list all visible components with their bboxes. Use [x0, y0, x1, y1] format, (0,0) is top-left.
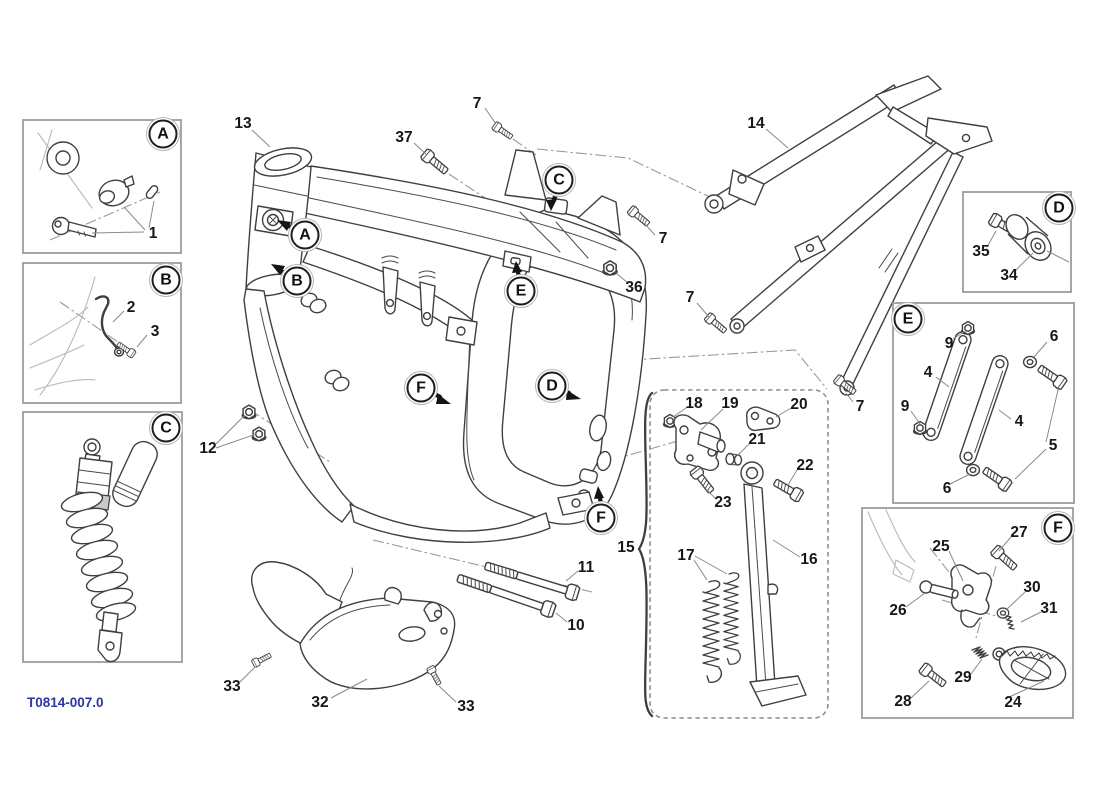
detail-box-d [962, 191, 1072, 293]
skid-plate-drawing [251, 561, 456, 690]
detail-box-a [22, 119, 182, 254]
detail-box-c [22, 411, 183, 663]
detail-box-f [861, 507, 1074, 719]
detail-box-e [892, 302, 1075, 504]
kickstand-group [637, 389, 829, 719]
detail-box-b [22, 262, 182, 404]
subframe-drawing [704, 75, 993, 396]
leader-lines [91, 107, 1059, 703]
main-frame-drawing [243, 147, 648, 543]
